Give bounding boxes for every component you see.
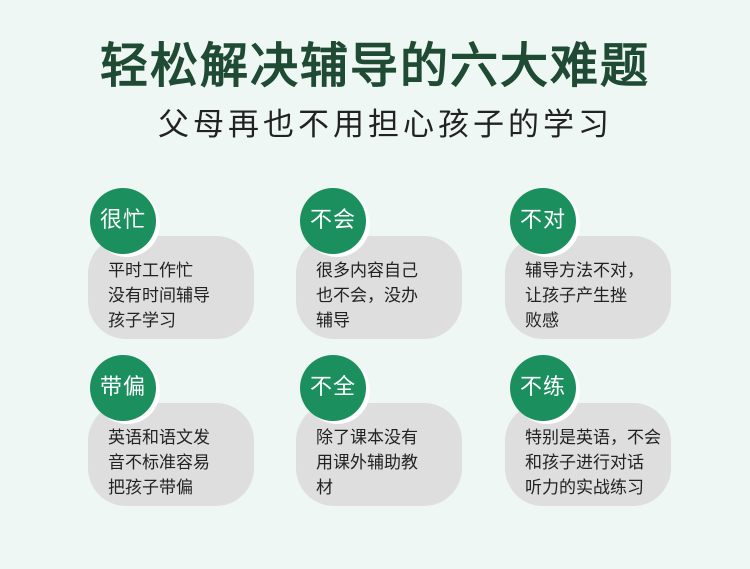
problem-card-unable: 很多内容自己 也不会，没办 辅导 bbox=[296, 236, 462, 339]
page-subtitle: 父母再也不用担心孩子的学习 bbox=[158, 107, 613, 143]
problem-card-text: 除了课本没有 用课外辅助教 材 bbox=[316, 428, 418, 498]
problem-card-incomplete: 除了课本没有 用课外辅助教 材 bbox=[296, 403, 462, 506]
problem-card-text: 辅导方法不对， 让孩子产生挫 败感 bbox=[525, 261, 644, 331]
problem-badge-misled: 带偏 bbox=[90, 355, 156, 421]
problem-card-text: 平时工作忙 没有时间辅导 孩子学习 bbox=[108, 261, 210, 331]
problem-card-no-practice: 特别是英语，不会 和孩子进行对话 听力的实战练习 bbox=[505, 403, 671, 506]
problem-card-text: 英语和语文发 音不标准容易 把孩子带偏 bbox=[108, 428, 210, 498]
problem-card-text: 很多内容自己 也不会，没办 辅导 bbox=[316, 261, 418, 331]
problem-badge-no-practice: 不练 bbox=[510, 355, 576, 421]
page-title: 轻松解决辅导的六大难题 bbox=[99, 38, 650, 94]
problem-card-text: 特别是英语，不会 和孩子进行对话 听力的实战练习 bbox=[525, 428, 661, 498]
problem-card-busy: 平时工作忙 没有时间辅导 孩子学习 bbox=[88, 236, 254, 339]
problem-badge-busy: 很忙 bbox=[90, 188, 156, 254]
problem-badge-wrong-method: 不对 bbox=[510, 188, 576, 254]
problem-badge-unable: 不会 bbox=[300, 188, 366, 254]
problem-card-wrong-method: 辅导方法不对， 让孩子产生挫 败感 bbox=[505, 236, 671, 339]
problem-badge-incomplete: 不全 bbox=[300, 355, 366, 421]
